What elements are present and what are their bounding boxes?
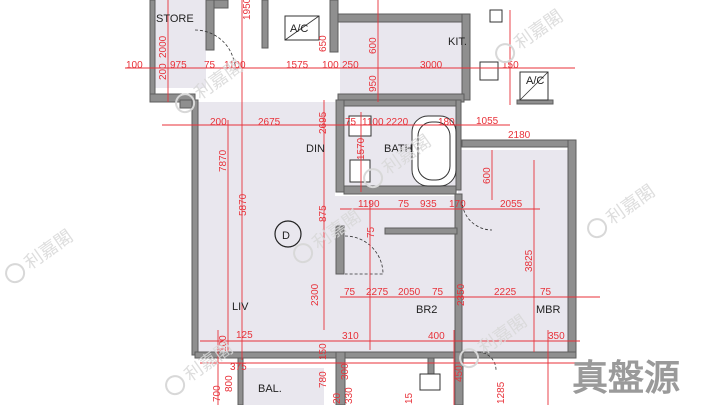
dim-975: 975 (170, 60, 187, 71)
dim-1950: 1950 (242, 0, 253, 20)
watermark-logo: 利嘉閣 (5, 226, 77, 284)
room-label-store: STORE (156, 13, 194, 25)
dim-1100: 1100 (224, 60, 246, 71)
dim-20: 20 (332, 392, 343, 404)
dim-75-d: 75 (366, 226, 377, 238)
svg-text:利嘉閣: 利嘉閣 (511, 6, 567, 54)
room-label-living: LIV (232, 301, 249, 313)
dim-3825: 3825 (524, 249, 535, 272)
dim-2050: 2050 (398, 287, 421, 298)
room-label-ac-right: A/C (526, 75, 544, 87)
dim-2675: 2675 (258, 117, 281, 128)
dim-2225: 2225 (494, 287, 517, 298)
dim-935: 935 (420, 199, 437, 210)
dim-1570: 1570 (356, 137, 367, 160)
dim-650: 650 (318, 35, 329, 52)
dim-7870: 7870 (218, 149, 229, 172)
dim-330: 330 (344, 387, 355, 404)
svg-text:利嘉閣: 利嘉閣 (603, 181, 659, 229)
dim-100-a: 100 (126, 60, 143, 71)
dim-75-b: 75 (345, 117, 357, 128)
dim-950: 950 (368, 75, 379, 92)
room-label-dining: DIN (306, 143, 325, 155)
unit-marker-circle (274, 220, 302, 248)
dim-75-c: 75 (398, 199, 410, 210)
dim-75-e: 75 (344, 287, 356, 298)
dim-75-a: 75 (204, 60, 216, 71)
dim-1055: 1055 (476, 116, 499, 127)
dim-400: 400 (428, 331, 445, 342)
dim-200-a: 200 (158, 63, 169, 80)
room-label-ac-top: A/C (290, 23, 308, 35)
dim-180: 180 (438, 117, 455, 128)
dimension-lines (125, 0, 600, 405)
dim-2220: 2220 (386, 117, 409, 128)
dim-2000: 2000 (158, 35, 169, 58)
source-badge: 真盤源 (572, 358, 680, 399)
dim-700: 700 (212, 385, 223, 402)
dim-1100-b: 1100 (362, 117, 384, 128)
room-label-kitchen: KIT. (448, 36, 467, 48)
dim-150-b: 150 (318, 343, 329, 360)
room-label-mbr: MBR (536, 304, 561, 316)
door-swings (194, 29, 497, 371)
dim-300: 300 (340, 363, 351, 380)
dim-100-b: 100 (322, 60, 339, 71)
dim-1190: 1190 (358, 199, 380, 210)
dim-75-g: 75 (540, 287, 552, 298)
room-label-br2: BR2 (416, 304, 437, 316)
watermark-logo: 利嘉閣 (587, 181, 659, 239)
dim-2350: 2350 (456, 283, 467, 306)
dim-800: 800 (224, 375, 235, 392)
room-label-balcony: BAL. (258, 383, 282, 395)
fixtures (284, 9, 549, 391)
dim-75-f: 75 (432, 287, 444, 298)
dim-350: 350 (548, 331, 565, 342)
dim-125: 125 (236, 330, 253, 341)
dim-310: 310 (342, 331, 359, 342)
dim-5870: 5870 (238, 193, 249, 216)
dim-170: 170 (449, 199, 466, 210)
unit-letter: D (282, 230, 290, 242)
dim-250: 250 (342, 60, 359, 71)
dim-875: 875 (318, 205, 329, 222)
watermark-logo: 利嘉閣 (495, 6, 567, 64)
dim-2275: 2275 (366, 287, 389, 298)
dim-200-b: 200 (210, 117, 227, 128)
room-label-bath: BATH (384, 143, 413, 155)
dim-600-a: 600 (368, 37, 379, 54)
dim-150-a: 150 (502, 60, 519, 71)
dim-450: 450 (454, 365, 465, 382)
dim-100-c: 100 (218, 335, 229, 352)
room-labels: STORE A/C KIT. A/C DIN BATH D LIV BR2 MB… (156, 13, 561, 395)
dim-3000: 3000 (420, 60, 443, 71)
walls (149, 0, 577, 405)
dim-375: 375 (230, 362, 247, 373)
dim-2055: 2055 (500, 199, 523, 210)
svg-text:利嘉閣: 利嘉閣 (21, 226, 77, 274)
dim-2695: 2695 (318, 111, 329, 134)
dim-2300: 2300 (310, 283, 321, 306)
dim-15: 15 (404, 392, 415, 404)
dim-1285: 1285 (496, 381, 507, 404)
dim-780: 780 (318, 371, 329, 388)
dim-1575: 1575 (286, 60, 309, 71)
dim-2180: 2180 (508, 130, 531, 141)
dimension-labels: 100 975 75 1100 1575 100 250 3000 150 20… (126, 0, 565, 404)
dim-600-b: 600 (482, 167, 493, 184)
